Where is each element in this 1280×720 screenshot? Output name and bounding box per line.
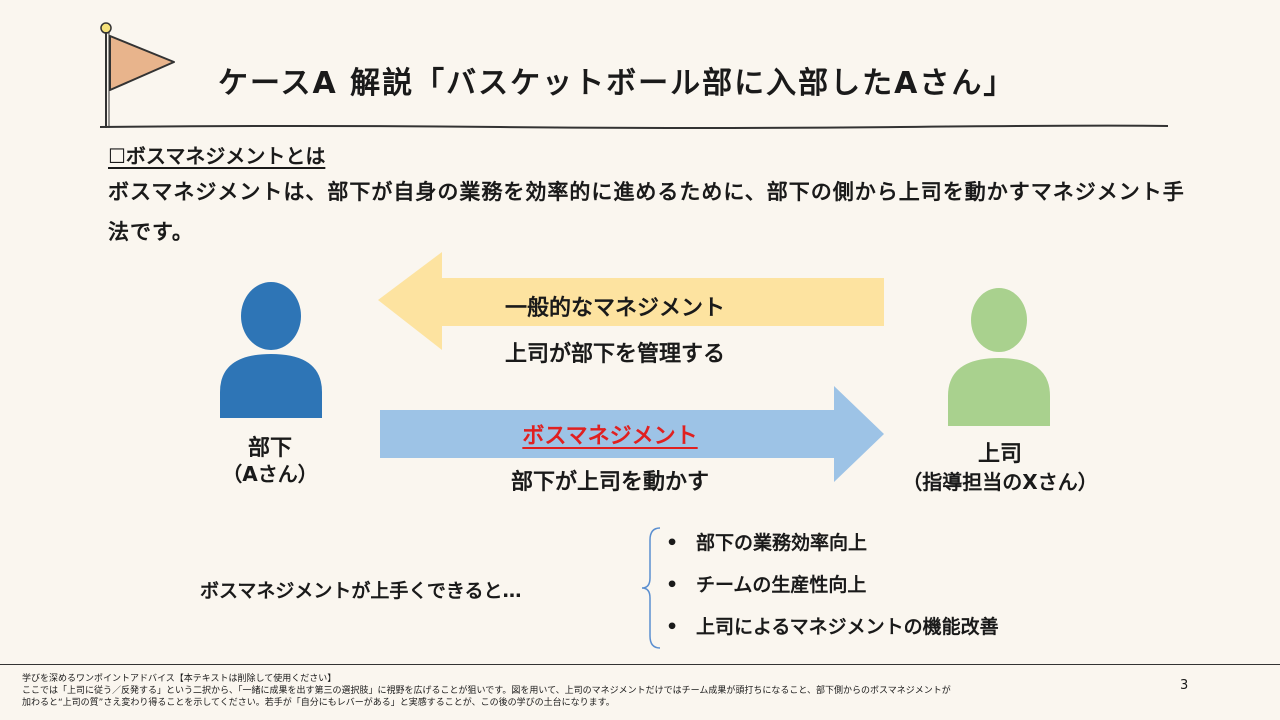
footer-line-2: ここでは「上司に従う／反発する」という二択から、「一緒に成果を出す第三の選択肢」… bbox=[22, 686, 951, 696]
definition-heading: ☐ボスマネジメントとは bbox=[108, 144, 326, 168]
outcome-list: •部下の業務効率向上 •チームの生産性向上 •上司によるマネジメントの機能改善 bbox=[666, 526, 999, 652]
page-title: ケースA 解説「バスケットボール部に入部したAさん」 bbox=[218, 66, 1016, 101]
flag-icon bbox=[100, 22, 175, 128]
general-management-arrow bbox=[378, 252, 884, 350]
boss-management-arrow bbox=[380, 386, 884, 482]
left-brace-icon bbox=[641, 527, 661, 649]
subordinate-label: 部下 bbox=[247, 436, 292, 461]
boss-sublabel: （指導担当のXさん） bbox=[902, 470, 1098, 494]
boss-person-icon bbox=[948, 288, 1050, 426]
footer-line-1: 学びを深めるワンポイントアドバイス【本テキストは削除して使用ください】 bbox=[22, 674, 337, 684]
general-management-caption: 上司が部下を管理する bbox=[504, 342, 725, 367]
boss-management-caption: 部下が上司を動かす bbox=[510, 470, 709, 495]
footer-notes: 学びを深めるワンポイントアドバイス【本テキストは削除して使用ください】 ここでは… bbox=[22, 673, 1152, 709]
list-item: •上司によるマネジメントの機能改善 bbox=[666, 610, 999, 652]
bullet-icon: • bbox=[666, 616, 679, 638]
arrows-diagram bbox=[378, 252, 884, 482]
boss-management-title: ボスマネジメント bbox=[522, 424, 698, 449]
bullet-icon: • bbox=[666, 574, 679, 596]
list-item: •チームの生産性向上 bbox=[666, 568, 999, 610]
page-number: 3 bbox=[1180, 678, 1189, 693]
boss-label: 上司 bbox=[977, 442, 1022, 467]
definition-body: ボスマネジメントは、部下が自身の業務を効率的に進めるために、部下の側から上司を動… bbox=[108, 180, 1185, 244]
title-underline bbox=[100, 124, 1168, 129]
general-management-title: 一般的なマネジメント bbox=[504, 296, 725, 321]
footer-divider bbox=[0, 664, 1280, 665]
bullet-icon: • bbox=[666, 532, 679, 554]
subordinate-person-icon bbox=[220, 282, 322, 418]
subordinate-sublabel: （Aさん） bbox=[222, 462, 318, 486]
outcome-lead: ボスマネジメントが上手くできると… bbox=[200, 580, 522, 602]
list-item: •部下の業務効率向上 bbox=[666, 526, 999, 568]
footer-line-3: 加わると“上司の質”さえ変わり得ることを示してください。若手が「自分にもレバーが… bbox=[22, 698, 615, 708]
